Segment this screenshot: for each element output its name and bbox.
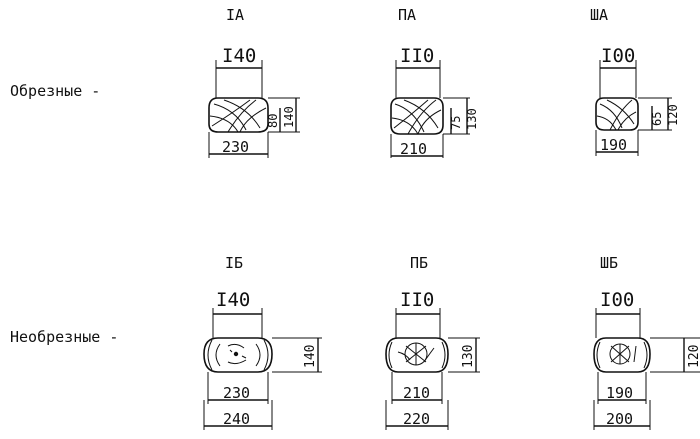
timber-section-shape [203,337,273,373]
height-dimension-2: 120 [666,104,680,126]
wood-grain [610,344,637,364]
section-ib: IБ I40 140 230 240 [203,254,322,430]
timber-section-shape [593,337,651,373]
top-dimension: II0 [400,45,434,67]
top-dimension: II0 [400,289,434,311]
height-dimension: 130 [461,345,476,368]
pith-mark [233,351,239,357]
width-dimension: 210 [400,140,427,158]
section-pb: ПБ II0 130 210 220 [385,254,480,430]
wood-grain [391,99,442,135]
wood-grain [209,99,267,133]
bark-edge [207,339,269,371]
section-code: ША [590,6,608,24]
timber-section-shape [208,97,269,133]
outer-width-dimension: 240 [223,410,250,428]
bark-edge [388,341,446,369]
width-dimension: 190 [600,136,627,154]
height-dimension-2: 140 [282,106,296,128]
section-code: ПБ [410,254,428,272]
section-shb: ШБ I00 120 190 200 [593,254,700,430]
outer-width-dimension: 220 [403,410,430,428]
bark-edge [596,341,648,369]
height-dimension: 140 [303,345,318,368]
section-pa: ПА II0 210 75 130 [390,6,479,158]
section-sha: ША I00 190 65 120 [590,6,680,156]
outer-width-dimension: 200 [606,410,633,428]
section-code: IA [226,6,244,24]
section-code: ШБ [600,254,618,272]
inner-width-dimension: 230 [223,384,250,402]
top-dimension: I40 [222,45,256,67]
width-dimension: 230 [222,138,249,156]
top-dimension: I00 [601,45,635,67]
timber-section-shape [390,97,444,135]
wood-grain [227,343,247,365]
height-dimension-1: 80 [266,114,280,128]
height-dimension: 120 [687,345,700,368]
height-dimension-1: 75 [449,116,463,130]
section-ia: IA I40 230 80 140 [208,6,300,158]
row-label-edged: Обрезные - [10,82,100,100]
wood-grain [596,99,637,131]
row-label-unedged: Необрезные - [10,328,118,346]
section-code: IБ [225,254,243,272]
top-dimension: I00 [600,289,634,311]
inner-width-dimension: 190 [606,384,633,402]
inner-width-dimension: 210 [403,384,430,402]
section-code: ПА [398,6,416,24]
top-dimension: I40 [216,289,250,311]
height-dimension-2: 130 [465,108,479,130]
height-dimension-1: 65 [650,112,664,126]
timber-section-shape [595,97,639,131]
wood-grain [397,343,435,365]
